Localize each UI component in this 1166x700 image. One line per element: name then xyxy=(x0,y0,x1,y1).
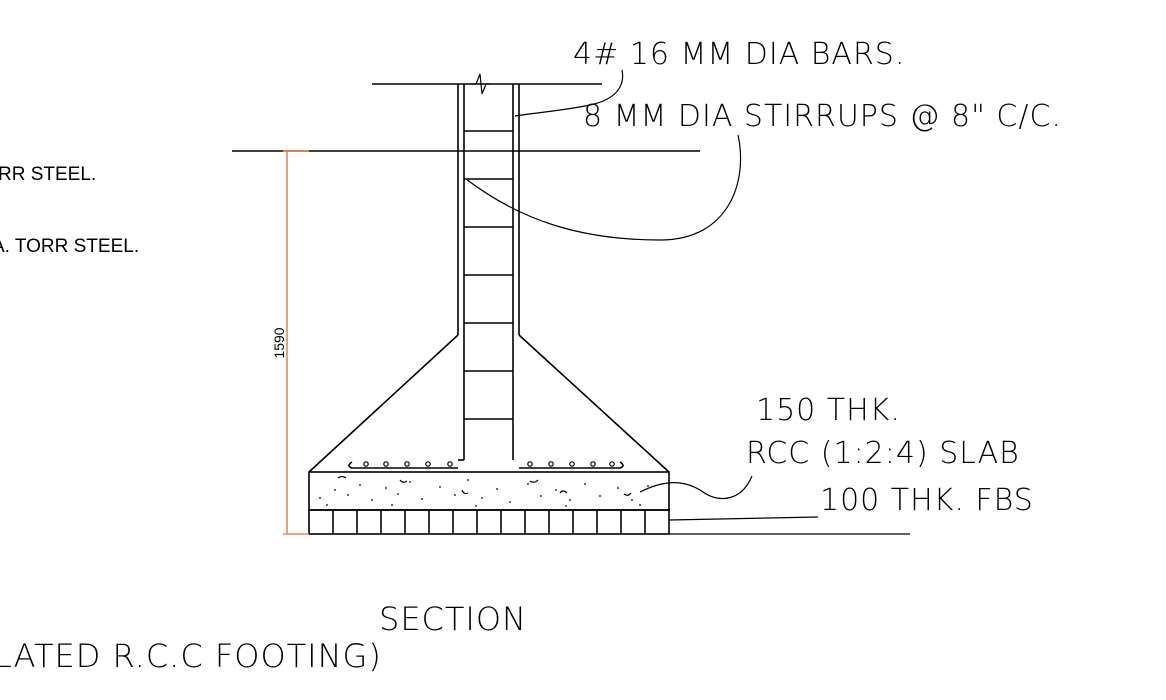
main-bars-label: 4# 16 MM DIA BARS. xyxy=(573,37,905,72)
rcc-slab xyxy=(308,471,670,511)
slab-thickness-label: 150 THK. xyxy=(756,393,901,428)
leader-stirrups xyxy=(465,134,742,241)
footing-slope-left xyxy=(308,334,459,473)
footing-slope-right xyxy=(518,334,670,473)
fbs-label: 100 THK. FBS xyxy=(820,483,1034,518)
fbs-brick-joints xyxy=(332,510,646,534)
concrete-aggregate xyxy=(337,475,632,496)
break-symbol xyxy=(470,73,490,95)
leader-fbs xyxy=(668,516,819,521)
section-label: SECTION xyxy=(379,600,527,638)
fbs-layer xyxy=(308,509,670,535)
stirrups-label: 8 MM DIA STIRRUPS @ 8" C/C. xyxy=(583,99,1062,134)
leader-slab xyxy=(639,475,753,499)
bottom-bars-right xyxy=(519,461,624,469)
concrete-hatch xyxy=(319,479,649,507)
slab-spec-label: RCC (1:2:4) SLAB xyxy=(746,436,1020,471)
bottom-bars-left xyxy=(348,461,458,469)
dimension-height-text: 1590 xyxy=(271,327,287,358)
bar-dots xyxy=(363,461,615,467)
footing-title-partial: LATED R.C.C FOOTING) xyxy=(0,637,382,675)
leader-main-bars xyxy=(514,69,624,117)
height-dimension xyxy=(283,150,309,535)
stirrups xyxy=(464,130,513,420)
left-note-2: A. TORR STEEL. xyxy=(0,236,139,257)
left-note-1: RR STEEL. xyxy=(0,164,96,185)
